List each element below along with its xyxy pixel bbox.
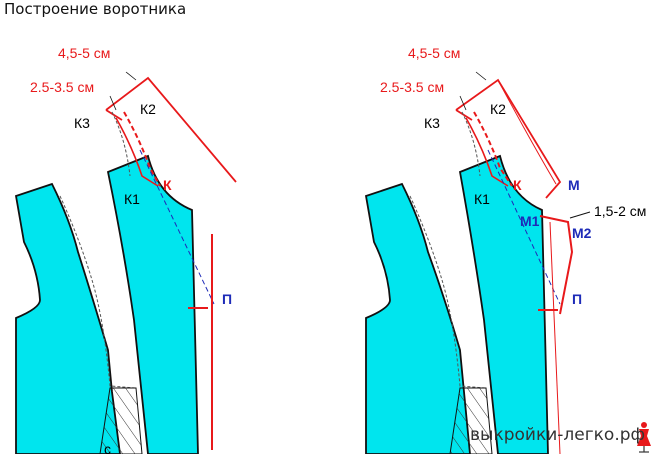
left-back-panel [14,182,121,454]
right-back-panel [364,182,471,454]
right-k3-label: К3 [424,115,440,131]
right-dim-b-label: 2.5-3.5 см [380,79,444,95]
left-k3-label: К3 [74,115,90,131]
right-k1-label: К1 [474,191,490,207]
right-hatched-area [449,387,493,454]
right-m1-label: М1 [520,213,540,229]
left-collar-solid [115,117,159,187]
page-title: Построение воротника [4,0,187,18]
left-collar-rect [105,76,237,183]
dress-form-icon [637,422,651,453]
right-p-label: П [572,291,582,307]
right-m2-label: М2 [572,225,592,241]
left-collar-dashed [123,111,161,187]
left-k1-label: К1 [124,191,140,207]
right-m-extension [539,215,574,315]
left-dim-b-label: 2.5-3.5 см [30,79,94,95]
left-shelf-dashed [59,195,137,389]
right-m-label: М [568,177,580,193]
right-dim-a-label: 4,5-5 см [408,45,460,61]
left-p-label: П [222,291,232,307]
left-k-label: К [163,177,172,193]
left-front-panel [106,154,199,454]
watermark: выкройки-легко.рф [470,425,646,445]
left-dim-a-label: 4,5-5 см [58,45,110,61]
right-diagram: 4,5-5 см 2.5-3.5 см К2 К3 К1 К М М1 М2 1… [364,45,646,454]
right-k2-label: К2 [490,101,506,117]
left-c-label: с [104,441,111,454]
right-dim-c-label: 1,5-2 см [594,203,646,219]
left-hatched-area [99,387,143,454]
right-k-label: К [513,177,522,193]
right-collar-outline [455,78,562,199]
left-k2-label: К2 [140,101,156,117]
left-diagram: 4,5-5 см 2.5-3.5 см К2 К3 К1 К П с [14,45,237,454]
